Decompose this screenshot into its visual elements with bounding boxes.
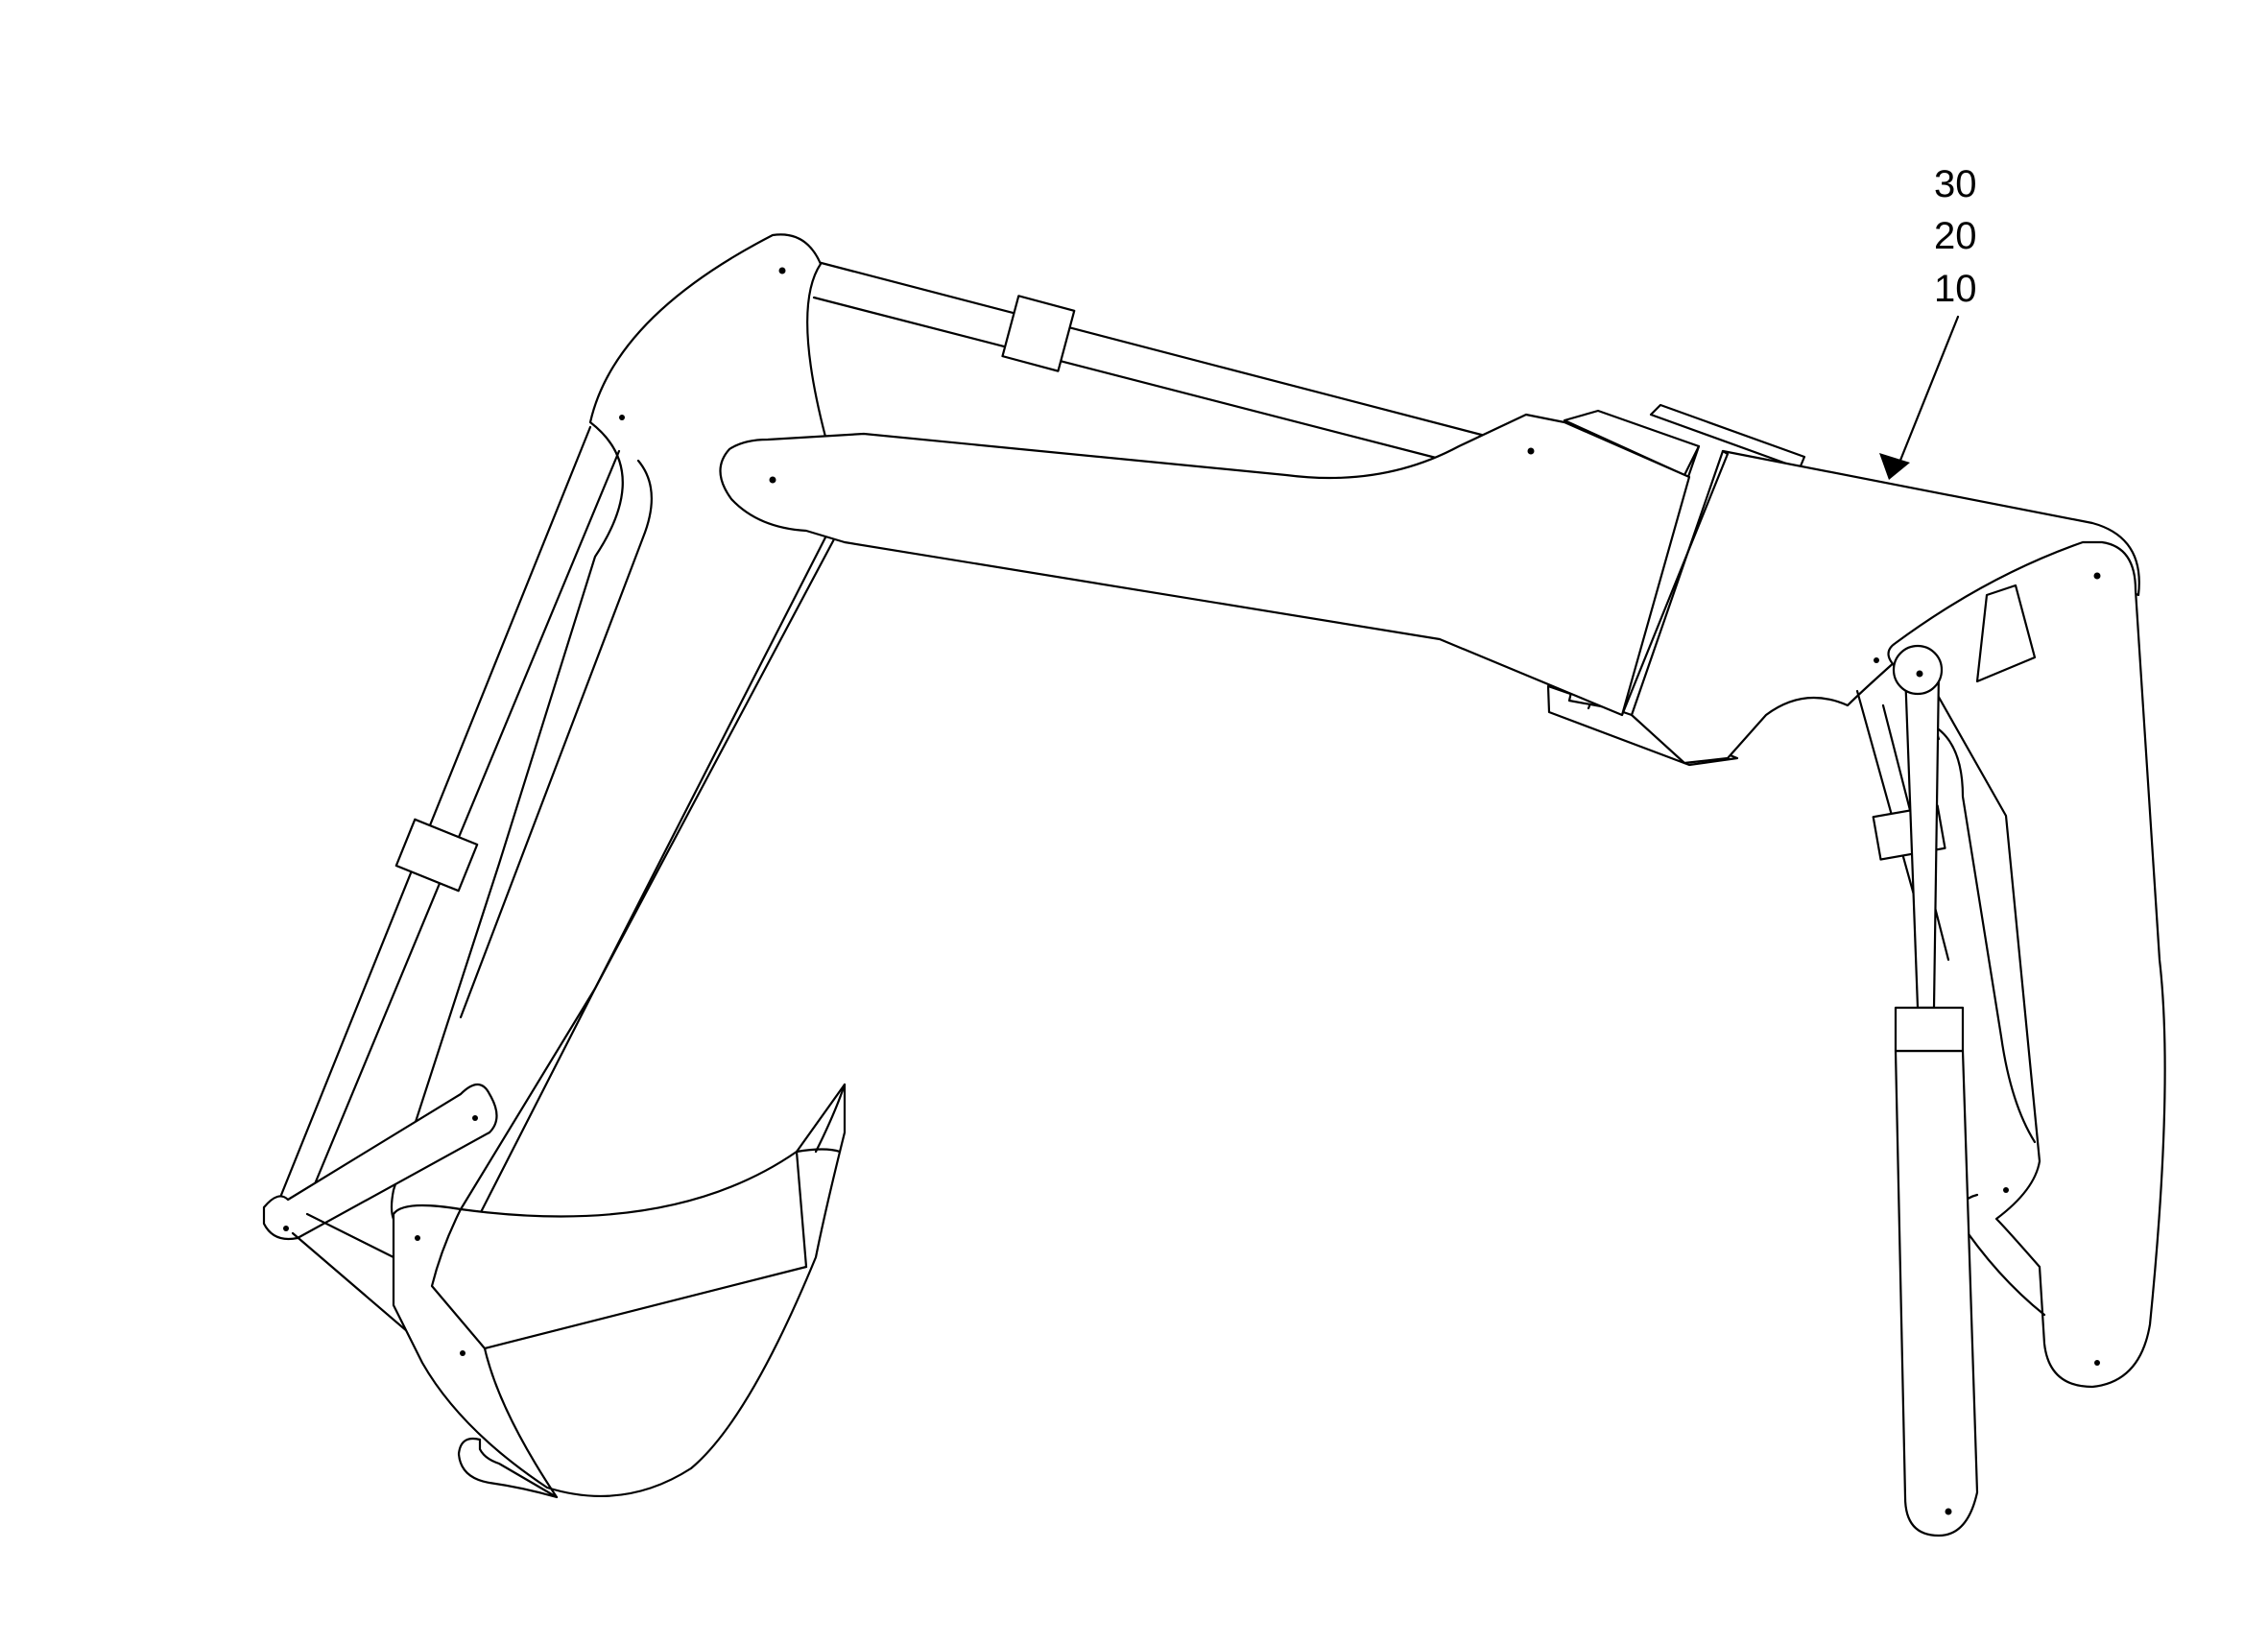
reference-numeral-10: 10 xyxy=(1934,268,1977,310)
reference-numeral-30: 30 xyxy=(1934,163,1977,205)
right-arm xyxy=(1887,540,2166,1389)
boom-cylinder-collar xyxy=(1001,295,1076,372)
main-boom xyxy=(1620,449,2140,765)
arm-cylinder xyxy=(272,425,653,1216)
arm-cylinder-collar xyxy=(394,818,479,893)
leader-arrow xyxy=(1879,315,1960,480)
dipper-arm xyxy=(390,233,837,1231)
vertical-cylinder-top-pin-boss xyxy=(1892,644,1944,696)
boom-cylinder xyxy=(812,259,1494,461)
vertical-cylinder xyxy=(1892,644,1979,1537)
upper-boom-segment xyxy=(719,413,1691,717)
reference-numeral-20: 20 xyxy=(1934,215,1977,257)
bucket xyxy=(392,1083,847,1499)
vertical-cylinder-collar xyxy=(1894,1006,1965,1053)
pivot-pins xyxy=(283,267,2101,1515)
